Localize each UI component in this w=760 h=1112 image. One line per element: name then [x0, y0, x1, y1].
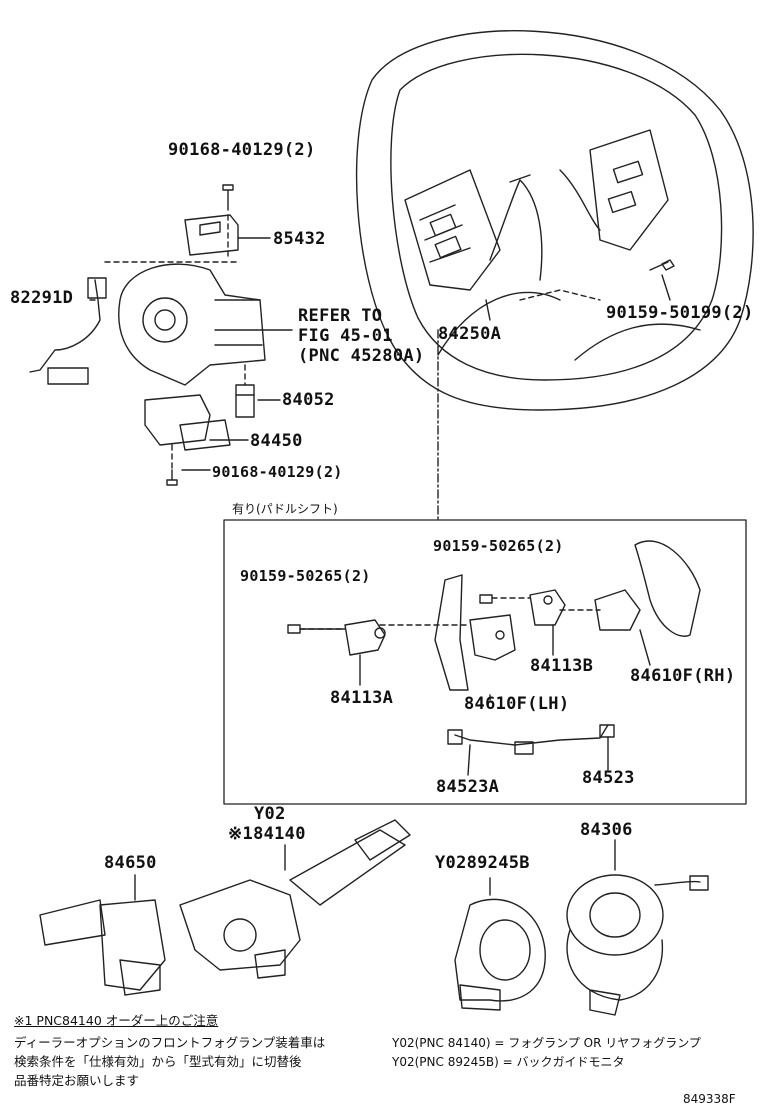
- note-title: ※1 PNC84140 オーダー上のご注意: [14, 1013, 219, 1028]
- label-refer-line1: REFER TO: [298, 306, 383, 326]
- y02-note-line2: Y02(PNC 89245B) = バックガイドモニタ: [392, 1055, 625, 1069]
- label-90168-bottom: 90168-40129(2): [212, 463, 343, 481]
- y02-note-line1: Y02(PNC 84140) = フォグランプ OR リヤフォグランプ: [392, 1036, 701, 1050]
- label-refer-line3: (PNC 45280A): [298, 346, 425, 366]
- label-84450: 84450: [250, 431, 303, 451]
- label-84140: ※184140: [228, 824, 306, 844]
- label-84113b: 84113B: [530, 656, 594, 676]
- leader-lines: [89, 237, 671, 521]
- paddle-shift-frame: [223, 519, 747, 805]
- label-84610f-lh: 84610F(LH): [464, 694, 570, 714]
- note-line2: 検索条件を「仕様有効」から「型式有効」に切替後: [14, 1054, 302, 1069]
- label-refer-line2: FIG 45-01: [298, 326, 393, 346]
- label-85432: 85432: [273, 229, 326, 249]
- steering-sensor-drawing: [454, 898, 546, 1011]
- paddle-shift-box-title: 有り(パドルシフト): [232, 502, 338, 516]
- label-84113a: 84113A: [330, 688, 394, 708]
- label-84250a: 84250A: [438, 324, 502, 344]
- label-90159-50265-left: 90159-50265(2): [240, 567, 371, 585]
- label-y02-top: Y02: [254, 804, 286, 824]
- label-y0289245b: Y0289245B: [435, 853, 530, 873]
- label-84523a: 84523A: [436, 777, 500, 797]
- bottom-leaders: [134, 839, 616, 901]
- label-82291d: 82291D: [10, 288, 74, 308]
- label-84052: 84052: [282, 390, 335, 410]
- label-84306: 84306: [580, 820, 633, 840]
- label-84610f-rh: 84610F(RH): [630, 666, 736, 686]
- figure-code: 849338F: [683, 1092, 736, 1106]
- note-line1: ディーラーオプションのフロントフォグランプ装着車は: [14, 1035, 326, 1050]
- label-84523: 84523: [582, 768, 635, 788]
- steering-wheel-drawing: [355, 30, 754, 411]
- label-90159-50199: 90159-50199(2): [606, 303, 754, 323]
- spiral-cable-assembly-drawing: [29, 184, 266, 486]
- paddle-shift-drawing: [287, 540, 701, 776]
- combination-switch-drawing: [39, 819, 411, 996]
- note-line3: 品番特定お願いします: [14, 1073, 140, 1088]
- label-90168-top: 90168-40129(2): [168, 140, 316, 160]
- spiral-cable-drawing: [566, 874, 709, 1016]
- label-90159-50265-right: 90159-50265(2): [433, 537, 564, 555]
- label-84650: 84650: [104, 853, 157, 873]
